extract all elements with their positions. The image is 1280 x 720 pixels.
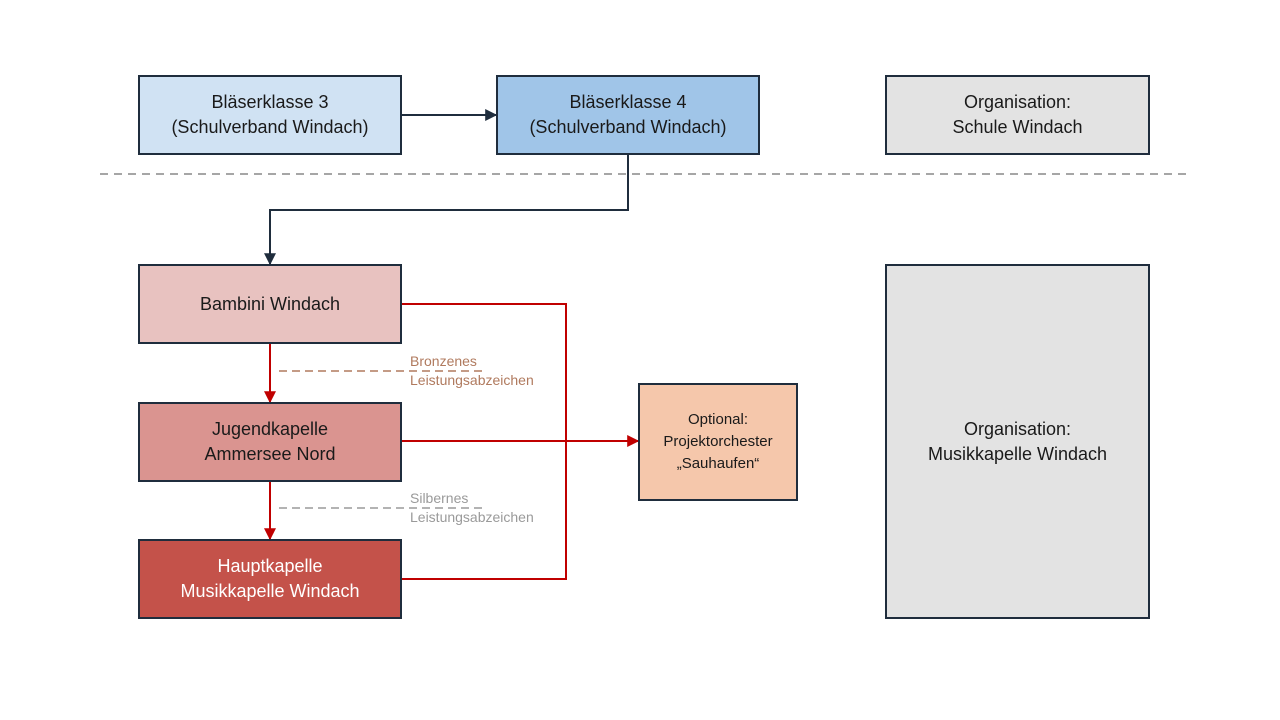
box-line: Bläserklasse 4	[569, 92, 687, 112]
box-line: Hauptkapelle	[217, 556, 323, 576]
box-organisation-musikkapelle: Organisation: Musikkapelle Windach	[885, 264, 1150, 619]
box-blaeserklasse-3: Bläserklasse 3 (Schulverband Windach)	[138, 75, 402, 155]
line-bambini-to-projekt	[401, 303, 567, 441]
label-silbernes-leistungsabzeichen: Silbernes Leistungsabzeichen	[410, 489, 534, 527]
box-jugendkapelle: Jugendkapelle Ammersee Nord	[138, 402, 402, 482]
box-line: Jugendkapelle	[211, 419, 329, 439]
box-line: Ammersee Nord	[204, 444, 336, 464]
box-blaeserklasse-4: Bläserklasse 4 (Schulverband Windach)	[496, 75, 760, 155]
label-line: Leistungsabzeichen	[410, 509, 534, 525]
box-line: Organisation:	[963, 418, 1072, 439]
box-projektorchester: Optional: Projektorchester „Sauhaufen“	[638, 383, 798, 501]
box-line: (Schulverband Windach)	[529, 117, 727, 137]
box-line: Musikkapelle Windach	[927, 443, 1108, 464]
label-line: Silbernes	[410, 490, 469, 506]
box-hauptkapelle: Hauptkapelle Musikkapelle Windach	[138, 539, 402, 619]
box-line: Projektorchester	[663, 433, 773, 450]
box-line: Schule Windach	[952, 117, 1083, 137]
box-line: Bambini Windach	[199, 293, 341, 314]
box-line: (Schulverband Windach)	[171, 117, 369, 137]
label-bronzenes-leistungsabzeichen: Bronzenes Leistungsabzeichen	[410, 352, 534, 390]
box-line: Optional:	[687, 411, 749, 428]
box-line: „Sauhaufen“	[676, 455, 760, 472]
box-line: Musikkapelle Windach	[180, 581, 360, 601]
box-line: Bläserklasse 3	[211, 92, 329, 112]
line-hauptkapelle-to-projekt	[401, 441, 567, 580]
label-line: Bronzenes	[410, 353, 477, 369]
box-organisation-schule: Organisation: Schule Windach	[885, 75, 1150, 155]
box-bambini-windach: Bambini Windach	[138, 264, 402, 344]
label-line: Leistungsabzeichen	[410, 372, 534, 388]
box-line: Organisation:	[963, 92, 1072, 112]
arrow-bk4-to-bambini	[264, 155, 629, 266]
